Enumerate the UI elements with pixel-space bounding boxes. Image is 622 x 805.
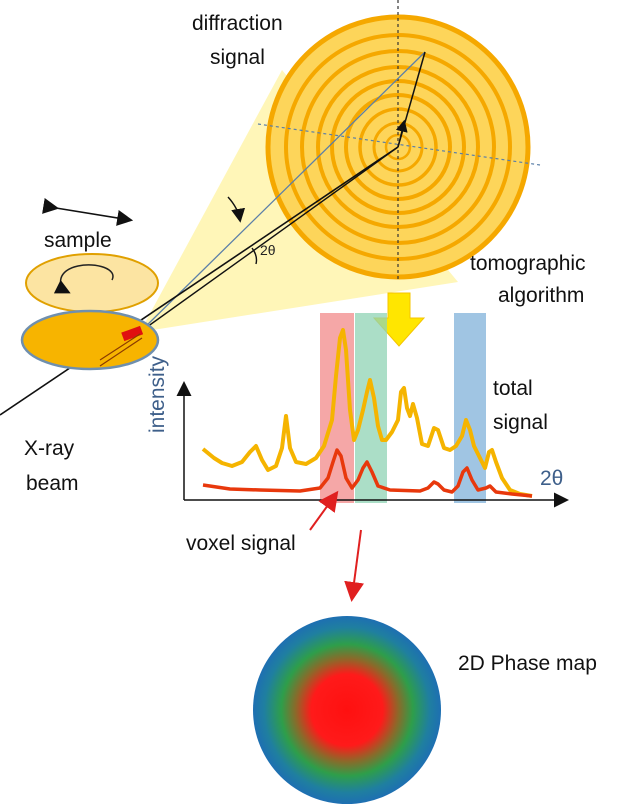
two-theta-axis-label: 2θ bbox=[540, 467, 563, 490]
total-signal-label-line2: signal bbox=[493, 411, 548, 434]
tomographic-label-line2: algorithm bbox=[498, 284, 584, 307]
beam-to-ring-line bbox=[139, 146, 399, 333]
phase-map-label: 2D Phase map bbox=[458, 652, 597, 675]
voxel-pointer-arrow bbox=[309, 490, 339, 531]
sample-bottom-disk bbox=[20, 309, 160, 371]
total-signal-label-line1: total bbox=[493, 377, 533, 400]
diffracted-ray-line bbox=[139, 51, 426, 333]
two-theta-angle-label: 2θ bbox=[260, 242, 276, 258]
diffraction-label-line2: signal bbox=[210, 46, 265, 69]
rotation-arrow-icon bbox=[53, 264, 114, 294]
sample-stack bbox=[20, 253, 160, 371]
voxel-signal-curve bbox=[202, 448, 533, 498]
sample-label: sample bbox=[44, 229, 112, 252]
xray-label-line1: X-ray bbox=[24, 437, 75, 460]
sample-top-disk bbox=[25, 253, 159, 313]
angle-arc-upper bbox=[227, 196, 246, 223]
xray-beam-line bbox=[0, 146, 399, 416]
intensity-axis-label: intensity bbox=[146, 355, 169, 433]
total-signal-curve bbox=[201, 328, 533, 498]
map-arrow bbox=[344, 529, 365, 602]
tomographic-label-line1: tomographic bbox=[470, 252, 586, 275]
voxel-marker bbox=[121, 325, 144, 342]
phase-map-disc bbox=[253, 616, 441, 804]
translation-arrow-icon bbox=[42, 198, 134, 226]
angle-arc-lower bbox=[251, 247, 258, 265]
xray-label-line2: beam bbox=[26, 472, 79, 495]
radial-vector-b bbox=[395, 119, 408, 148]
voxel-signal-label: voxel signal bbox=[186, 532, 296, 555]
diffraction-label-line1: diffraction bbox=[192, 12, 283, 35]
